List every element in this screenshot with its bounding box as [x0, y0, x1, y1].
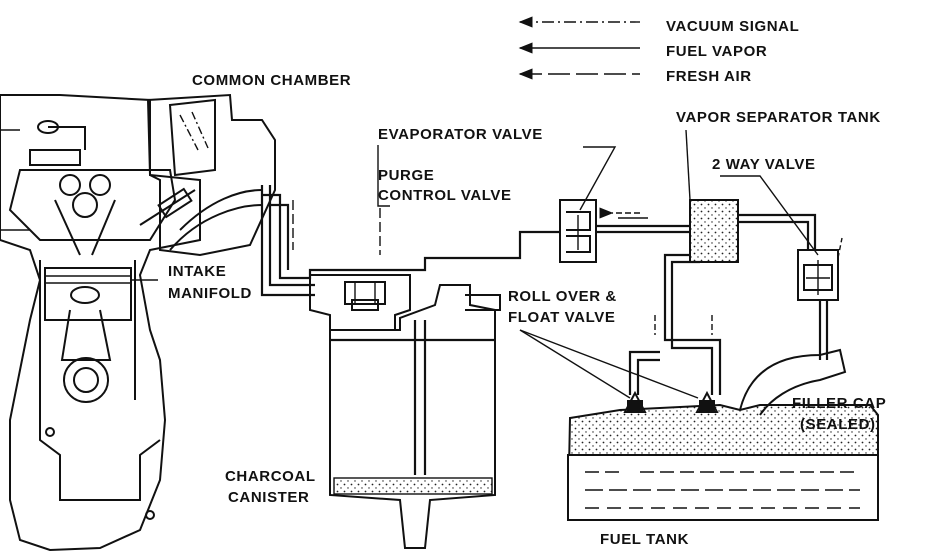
fuel-tank — [566, 390, 879, 521]
purge-control-valve — [309, 274, 411, 331]
rollover-float-valve-label-line2: FLOAT VALVE — [508, 309, 615, 326]
charcoal-canister — [329, 284, 501, 549]
two-way-valve-label: 2 WAY VALVE — [712, 156, 816, 173]
legend-fuel-vapor-label: FUEL VAPOR — [666, 43, 767, 60]
separator-to-twoway-line — [738, 213, 817, 250]
labels: COMMON CHAMBER EVAPORATOR VALVE VAPOR SE… — [168, 72, 886, 548]
rollover-float-valve-label-line1: ROLL OVER & — [508, 288, 617, 305]
vapor-separator-tank-label: VAPOR SEPARATOR TANK — [676, 109, 881, 126]
intake-manifold-label-line1: INTAKE — [168, 263, 226, 280]
engine-illustration — [0, 94, 201, 552]
legend-fuel-vapor: FUEL VAPOR — [518, 42, 767, 60]
tank-vent-lines — [628, 253, 722, 395]
filler-cap-label-line2: (SEALED) — [800, 416, 876, 433]
legend-fresh-air: FRESH AIR — [518, 68, 752, 85]
vacuum-line — [260, 185, 315, 297]
legend-vacuum-signal: VACUUM SIGNAL — [518, 16, 799, 35]
legend-vacuum-signal-label: VACUUM SIGNAL — [666, 18, 799, 35]
two-way-valve — [797, 249, 839, 301]
purge-line — [262, 193, 560, 280]
charcoal-canister-label-line2: CANISTER — [228, 489, 309, 506]
filler-neck — [739, 300, 847, 416]
evaporator-valve-label: EVAPORATOR VALVE — [378, 126, 543, 143]
purge-control-valve-label-line1: PURGE — [378, 167, 434, 184]
evaporator-valve — [559, 199, 597, 263]
legend: VACUUM SIGNAL FUEL VAPOR FRESH AIR — [518, 16, 799, 85]
vapor-separator-tank — [689, 199, 739, 263]
rollover-float-valve-right — [695, 390, 719, 413]
fuel-tank-label: FUEL TANK — [600, 531, 689, 548]
purge-control-valve-label-line2: CONTROL VALVE — [378, 187, 512, 204]
fuel-level-lines — [585, 471, 860, 509]
flow-arrows — [292, 200, 843, 335]
common-chamber-label: COMMON CHAMBER — [192, 72, 351, 89]
rollover-float-valve-left — [623, 390, 647, 413]
intake-manifold-label-line2: MANIFOLD — [168, 285, 252, 302]
legend-fresh-air-label: FRESH AIR — [666, 68, 752, 85]
charcoal-canister-label-line1: CHARCOAL — [225, 468, 316, 485]
evap-to-separator-line — [596, 224, 690, 234]
common-chamber — [146, 93, 276, 257]
leader-lines — [130, 129, 819, 399]
filler-cap-label-line1: FILLER CAP — [792, 395, 886, 412]
